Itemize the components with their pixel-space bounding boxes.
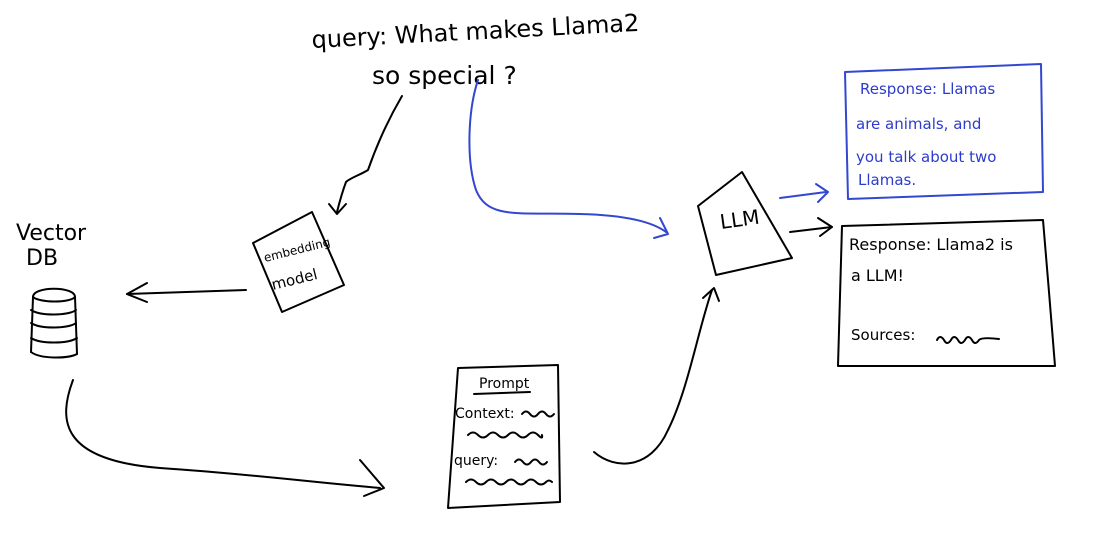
embedding-model-label-1: embedding [262,235,331,265]
query-text: query: What makes Llama2 so special ? [311,9,640,90]
response-without-rag-line-1: Response: Llamas [860,80,995,98]
prompt-context-label: Context: [455,406,515,422]
embedding-model-box [252,211,345,313]
response-without-rag-box [844,63,1044,200]
arrow-query-to-embedding [328,95,403,215]
llm-box [697,171,793,276]
response-without-rag-line-4: Llamas. [858,171,916,189]
response-without-rag-line-2: are animals, and [856,115,981,133]
response-with-rag-sources-label: Sources: [851,326,915,344]
database-icon [30,287,78,359]
response-with-rag-line-2: a LLM! [851,266,904,285]
vector-db: Vector DB [16,221,87,359]
embedding-model-label-2: model [270,265,320,294]
prompt-document: Prompt Context: query: [447,364,561,509]
context-scribble-1 [521,410,555,418]
prompt-box [447,364,561,509]
llm: LLM [697,171,793,276]
prompt-query-label: query: [454,453,498,469]
llm-label: LLM [718,205,761,234]
arrow-vectordb-to-prompt [65,379,385,497]
arrow-embedding-to-vectordb [126,282,247,303]
prompt-title-underline [473,391,531,395]
query-line-1: query: What makes Llama2 [311,9,640,54]
query-scribble-1 [514,458,548,466]
vector-db-label-2: DB [26,246,58,271]
query-line-2: so special ? [372,61,517,90]
arrow-llm-to-response-without-rag [779,183,829,203]
arrow-prompt-to-llm [593,287,720,465]
arrow-llm-to-response-with-rag [789,217,833,237]
response-with-rag-line-1: Response: Llama2 is [849,235,1013,254]
context-scribble-2 [467,431,544,439]
response-without-rag: Response: Llamas are animals, and you ta… [844,63,1044,200]
query-scribble-2 [465,478,553,486]
response-with-rag: Response: Llama2 is a LLM! Sources: [837,219,1056,367]
response-without-rag-line-3: you talk about two [856,148,996,166]
embedding-model: embedding model [252,211,345,313]
vector-db-label-1: Vector [16,221,87,246]
response-with-rag-box [837,219,1056,367]
arrow-query-to-llm-direct [468,79,669,239]
sources-scribble [936,336,1000,344]
prompt-title: Prompt [479,376,530,392]
